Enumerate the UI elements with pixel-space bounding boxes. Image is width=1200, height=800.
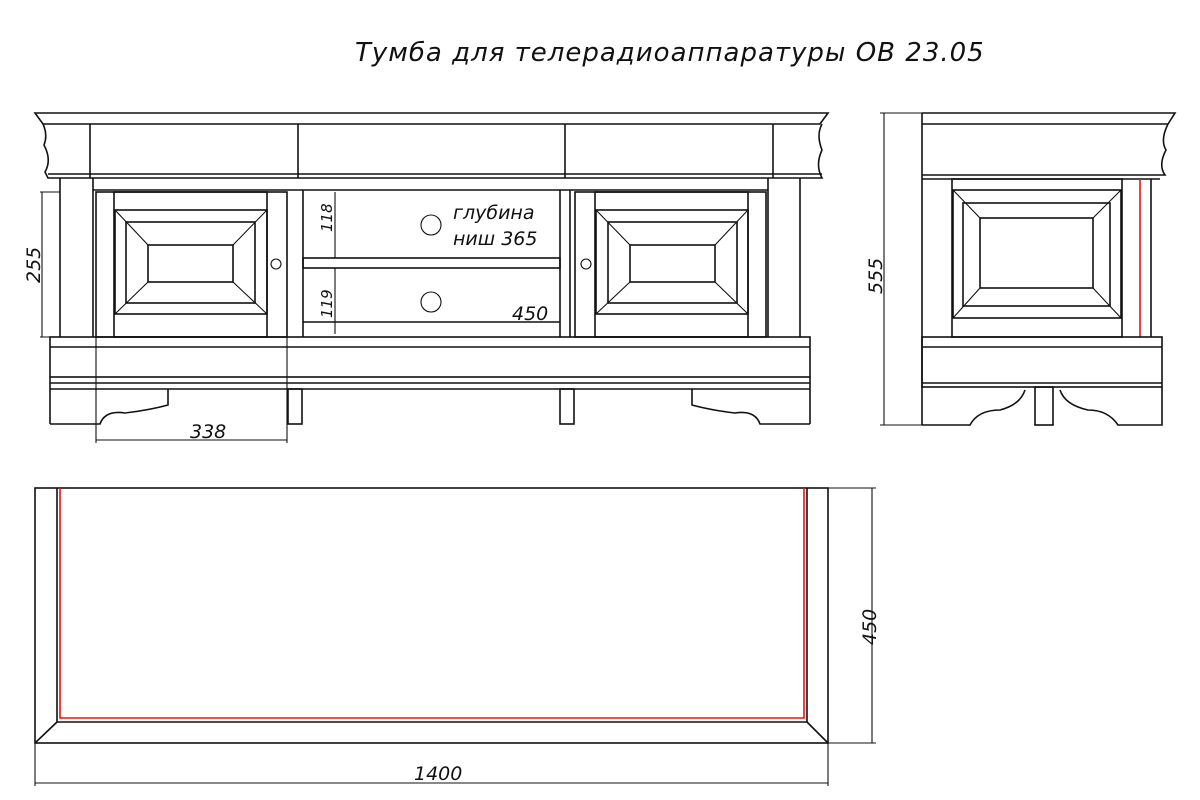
door-knob-icon (270, 258, 282, 270)
dim-door-width: 338 (190, 421, 226, 443)
dim-niche-upper: 118 (318, 203, 336, 232)
side-view: 555 (865, 112, 1177, 426)
drawing-title: Тумба для телерадиоаппаратуры ОВ 23.05 (355, 38, 985, 68)
dim-shelf-width: 450 (512, 303, 548, 325)
top-view: 450 1400 (34, 487, 881, 786)
dim-total-height: 555 (865, 258, 887, 294)
dim-depth: 450 (859, 609, 881, 645)
niche-depth-label-2: ниш 365 (453, 228, 537, 250)
cable-hole-icon (420, 291, 442, 313)
front-view: 255 338 118 119 глубина ниш 365 450 (23, 112, 830, 443)
cable-hole-icon (420, 214, 442, 236)
highlight-edge (59, 488, 805, 719)
niche-depth-label-1: глубина (453, 202, 535, 224)
dim-total-width: 1400 (414, 763, 462, 785)
door-knob-icon (580, 258, 592, 270)
dim-niche-lower: 119 (318, 289, 336, 318)
dim-door-height: 255 (23, 247, 45, 283)
